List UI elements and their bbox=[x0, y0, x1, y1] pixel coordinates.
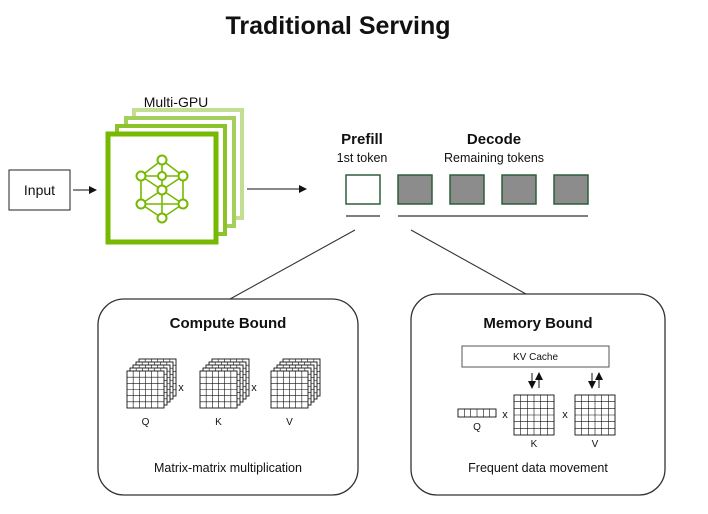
key-matrix bbox=[513, 394, 555, 436]
input-box bbox=[8, 169, 71, 211]
kv-cache-label: KV Cache bbox=[513, 352, 558, 363]
page-title: Traditional Serving bbox=[225, 12, 450, 40]
matrix-label-k: K bbox=[531, 439, 538, 450]
gpu-stack bbox=[105, 108, 244, 245]
prefill-connector bbox=[229, 229, 356, 300]
value-matrix bbox=[574, 394, 616, 436]
decode-token bbox=[449, 174, 485, 205]
kv-cache-box bbox=[461, 345, 610, 368]
matrix-label-v: V bbox=[286, 417, 293, 428]
matrix-layer bbox=[199, 370, 238, 409]
multiply-operator: x bbox=[251, 382, 257, 394]
matrix-layer bbox=[270, 370, 309, 409]
v-transfer-arrows bbox=[588, 372, 603, 389]
neural-network-icon bbox=[135, 154, 189, 224]
matrix-stack-k bbox=[199, 358, 250, 409]
matrix-label-v: V bbox=[592, 439, 599, 450]
matrix-stack-q bbox=[126, 358, 177, 409]
multiply-operator: x bbox=[502, 409, 508, 421]
memory-bound-title: Memory Bound bbox=[483, 315, 592, 332]
decode-subtitle: Remaining tokens bbox=[444, 151, 544, 165]
decode-title: Decode bbox=[467, 131, 521, 148]
memory-bound-caption: Frequent data movement bbox=[468, 461, 608, 475]
decode-token bbox=[553, 174, 589, 205]
compute-bound-title: Compute Bound bbox=[170, 315, 287, 332]
query-vector bbox=[457, 408, 497, 418]
multiply-operator: x bbox=[562, 409, 568, 421]
decode-connector bbox=[410, 229, 536, 300]
matrix-stack-v bbox=[270, 358, 321, 409]
prefill-token bbox=[345, 174, 381, 205]
decode-token bbox=[397, 174, 433, 205]
memory-bound-panel bbox=[410, 293, 666, 496]
decode-token bbox=[501, 174, 537, 205]
prefill-subtitle: 1st token bbox=[337, 151, 388, 165]
matrix-label-q: Q bbox=[473, 422, 481, 433]
multiply-operator: x bbox=[178, 382, 184, 394]
matrix-label-q: Q bbox=[142, 417, 150, 428]
compute-bound-caption: Matrix-matrix multiplication bbox=[154, 461, 302, 475]
matrix-label-k: K bbox=[215, 417, 222, 428]
prefill-title: Prefill bbox=[341, 131, 383, 148]
k-transfer-arrows bbox=[528, 372, 543, 389]
input-label: Input bbox=[24, 182, 55, 198]
gpu-label: Multi-GPU bbox=[144, 94, 209, 110]
matrix-layer bbox=[126, 370, 165, 409]
